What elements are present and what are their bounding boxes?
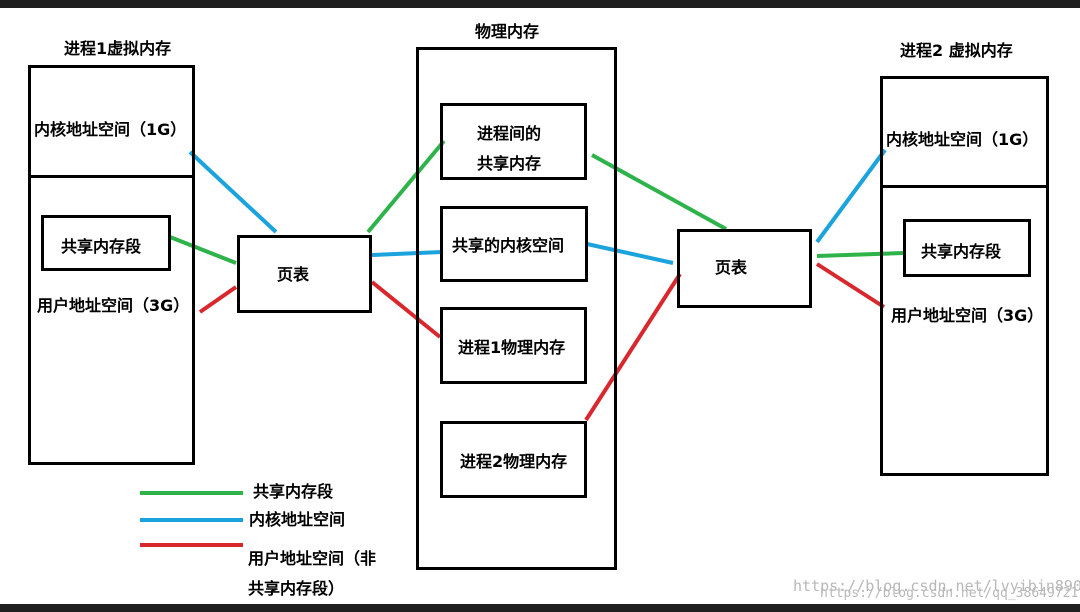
- right-user-space-label: 用户地址空间（3G）: [891, 306, 1044, 325]
- shared-kernel-space-box: [440, 206, 588, 282]
- right-kernel-user-divider: [880, 185, 1049, 188]
- left-virtual-memory-box: [28, 65, 195, 465]
- left-pagetable-to-ipc-line: [366, 139, 446, 234]
- left-kernel-space-label: 内核地址空间（1G）: [34, 120, 187, 139]
- proc2-physical-memory-box: [440, 421, 587, 498]
- left-kernel-user-divider: [28, 175, 195, 178]
- proc1-physical-memory-label: 进程1物理内存: [458, 338, 566, 357]
- left-kernel-to-pagetable-line: [188, 150, 278, 234]
- right-pagetable-to-shared-line: [816, 251, 905, 258]
- legend-kernel-space-label: 内核地址空间: [249, 510, 346, 529]
- right-virtual-memory-box: [880, 76, 1049, 476]
- proc1-physical-memory-box: [440, 307, 587, 384]
- left-page-table-box: [237, 235, 372, 313]
- legend-user-space-label-line2: 共享内存段）: [248, 579, 345, 598]
- legend-user-space-label-line1: 用户地址空间（非: [248, 549, 377, 568]
- watermark-url-1: https://blog.csdn.net/lvyibin890: [793, 577, 1080, 595]
- right-page-table-label: 页表: [715, 258, 748, 277]
- right-shared-segment-box: [903, 219, 1031, 277]
- physical-memory-box: [416, 47, 617, 570]
- top-frame-bar: [0, 0, 1080, 8]
- right-kernel-space-label: 内核地址空间（1G）: [886, 130, 1039, 149]
- left-pagetable-to-kernel-line: [371, 250, 443, 257]
- right-pagetable-to-kernel-line: [815, 148, 887, 244]
- watermark-url-2: https://blog.csdn.net/qq_38649721: [820, 586, 1079, 601]
- ipc-shared-memory-box: [440, 103, 587, 180]
- bottom-frame-bar: [0, 604, 1080, 612]
- kernel-to-right-pagetable-line: [586, 242, 674, 265]
- right-pagetable-to-user-line: [815, 262, 886, 309]
- left-pagetable-to-proc1-line: [370, 280, 442, 339]
- left-shared-segment-label: 共享内存段: [61, 237, 142, 256]
- white-canvas: [0, 8, 1080, 604]
- left-page-table-label: 页表: [277, 265, 310, 284]
- left-user-to-pagetable-line: [198, 285, 238, 314]
- physical-memory-title: 物理内存: [475, 22, 540, 41]
- legend-shared-segment-label: 共享内存段: [253, 482, 334, 501]
- right-page-table-box: [677, 229, 812, 308]
- ipc-shared-memory-label-line2: 共享内存: [477, 154, 542, 173]
- left-panel-title: 进程1虚拟内存: [64, 39, 172, 58]
- right-panel-title: 进程2 虚拟内存: [900, 41, 1013, 60]
- shared-kernel-space-label: 共享的内核空间: [452, 236, 565, 255]
- left-user-space-label: 用户地址空间（3G）: [37, 296, 190, 315]
- left-shared-segment-box: [41, 215, 171, 271]
- proc2-physical-memory-label: 进程2物理内存: [460, 452, 568, 471]
- ipc-shared-memory-label-line1: 进程间的: [477, 124, 542, 143]
- right-shared-segment-label: 共享内存段: [921, 242, 1002, 261]
- proc2-to-right-pagetable-line: [584, 272, 682, 422]
- left-shared-to-pagetable-line: [169, 235, 237, 265]
